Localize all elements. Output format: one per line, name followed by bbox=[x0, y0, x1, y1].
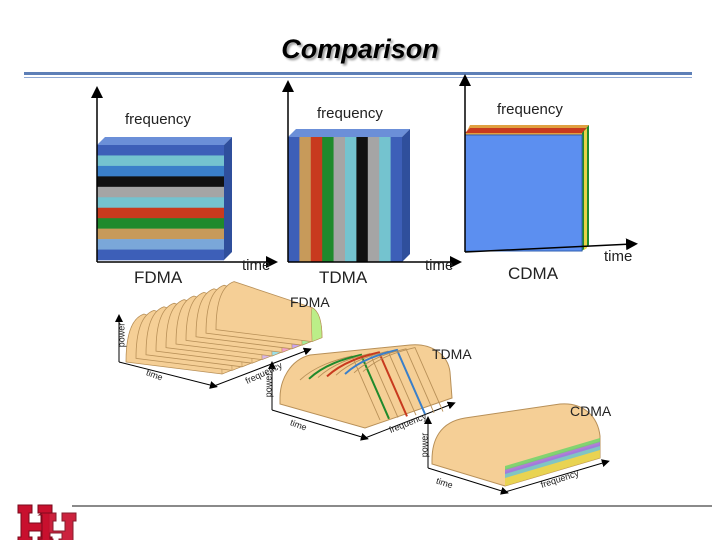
uh-logo bbox=[17, 504, 77, 540]
fdma-band bbox=[97, 145, 224, 156]
tdma-slot bbox=[345, 137, 357, 262]
fdma-3d-title: FDMA bbox=[290, 294, 330, 310]
fdma-time-label: time bbox=[242, 257, 271, 274]
cdma-3d-title: CDMA bbox=[570, 403, 612, 419]
tdma-slot bbox=[379, 137, 391, 262]
tdma-slot bbox=[322, 137, 334, 262]
tdma-time-label: time bbox=[425, 257, 454, 274]
tdma-block bbox=[288, 129, 410, 262]
tdma-label: TDMA bbox=[319, 268, 368, 287]
fdma-band bbox=[97, 239, 224, 250]
fdma-band bbox=[97, 218, 224, 229]
cdma-3d-illustration bbox=[424, 403, 610, 495]
fdma-block bbox=[97, 137, 232, 261]
fdma-band bbox=[97, 155, 224, 167]
slide-title: Comparison bbox=[281, 34, 439, 64]
tdma-slot-stripe bbox=[344, 348, 426, 415]
fdma-channel-edge bbox=[310, 307, 323, 343]
tdma-power-label: power bbox=[263, 372, 274, 398]
cdma-block bbox=[464, 125, 589, 252]
tdma-slot bbox=[299, 137, 312, 262]
tdma-slot bbox=[288, 137, 300, 262]
title-rule bbox=[24, 72, 692, 75]
tdma-slot bbox=[390, 137, 403, 262]
tdma-slot-stripe bbox=[335, 350, 417, 416]
tdma-slot bbox=[356, 137, 369, 262]
footer-rule bbox=[72, 505, 712, 507]
tdma-slot-stripe bbox=[308, 353, 390, 420]
fdma-label: FDMA bbox=[134, 268, 183, 287]
fdma-band bbox=[97, 165, 224, 177]
tdma-slot-stripe bbox=[317, 353, 399, 418]
tdma-slot-stripe bbox=[299, 355, 381, 421]
fdma-band bbox=[97, 176, 224, 188]
tdma-slot bbox=[333, 137, 346, 262]
tdma-slot-stripe bbox=[326, 351, 408, 417]
tdma-slot bbox=[367, 137, 380, 262]
tdma-3d-title: TDMA bbox=[432, 346, 472, 362]
fdma-3d-illustration bbox=[115, 281, 323, 389]
fdma-power-label: power bbox=[116, 322, 127, 348]
tdma-slot bbox=[310, 137, 323, 262]
title-rule-thin bbox=[24, 77, 692, 78]
fdma-frequency-label: frequency bbox=[125, 111, 191, 128]
tdma-3d-illustration bbox=[268, 344, 456, 441]
fdma-band bbox=[97, 249, 224, 261]
fdma-band bbox=[97, 207, 224, 219]
cdma-power-label: power bbox=[419, 432, 430, 458]
cdma-time-axis bbox=[464, 238, 638, 253]
tdma-slot-stripe bbox=[353, 348, 435, 413]
fdma-band bbox=[97, 186, 224, 198]
fdma-band bbox=[97, 228, 224, 240]
cdma-label: CDMA bbox=[508, 264, 559, 283]
cdma-frequency-label: frequency bbox=[497, 101, 563, 118]
cdma-time-label: time bbox=[604, 248, 633, 265]
tdma-slot-stripe bbox=[362, 347, 444, 412]
fdma-band bbox=[97, 197, 224, 209]
tdma-frequency-label: frequency bbox=[317, 105, 383, 122]
